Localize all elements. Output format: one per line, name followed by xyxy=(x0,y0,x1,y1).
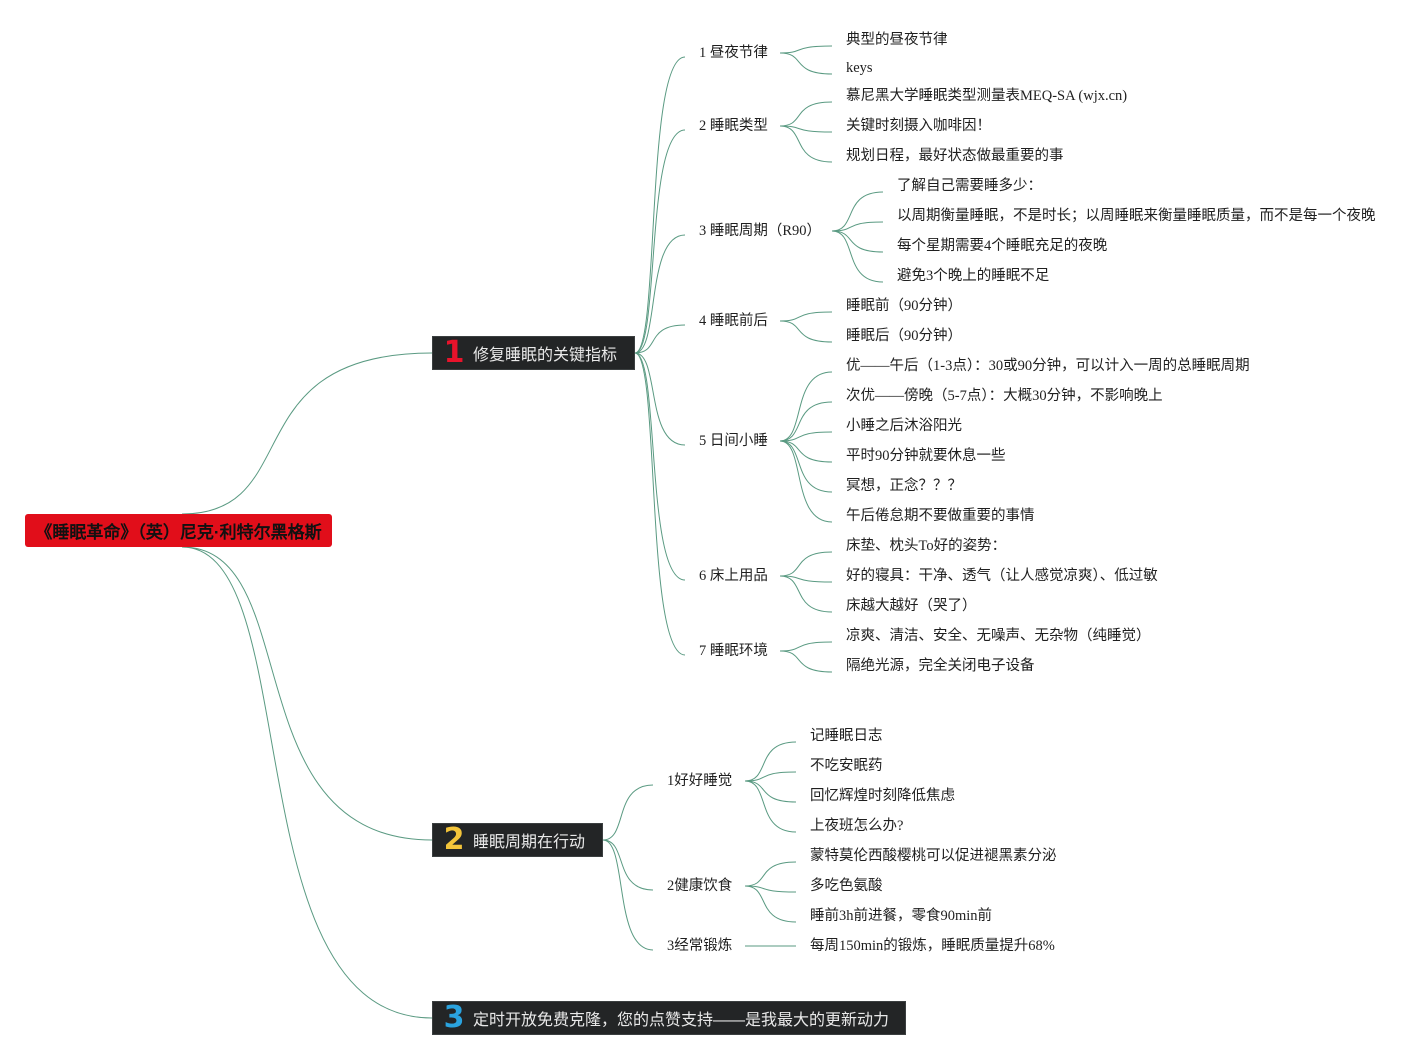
leaf-1-3-3[interactable]: 每个星期需要4个睡眠充足的夜晚 xyxy=(897,238,1108,254)
subtopic-2-3[interactable]: 3经常锻炼 xyxy=(667,938,733,954)
link-b2-sub3 xyxy=(602,839,654,951)
subtopic-1-7[interactable]: 7 睡眠环境 xyxy=(699,643,768,659)
link-b1-sub4-leaf1 xyxy=(779,311,833,322)
link-b2-sub2-leaf2 xyxy=(744,885,797,893)
root-topic-label: 《睡眠革命》（英）尼克·利特尔黑格斯 xyxy=(35,523,322,542)
subtopic-2-2[interactable]: 2健康饮食 xyxy=(667,878,733,894)
leaf-1-1-2[interactable]: keys xyxy=(846,60,873,76)
branch-2-topic[interactable]: 2 睡眠周期在行动 xyxy=(432,823,603,857)
link-b2-sub1-leaf3 xyxy=(744,780,797,803)
link-b1-sub2-leaf1 xyxy=(779,101,833,127)
leaf-1-6-3[interactable]: 床越大越好（哭了） xyxy=(846,598,977,614)
link-b1-sub4 xyxy=(634,324,686,354)
leaf-1-4-2[interactable]: 睡眠后（90分钟） xyxy=(846,328,962,344)
link-b1-sub6-leaf2 xyxy=(779,575,833,583)
subtopic-1-6[interactable]: 6 床上用品 xyxy=(699,568,768,584)
link-b1-sub4-leaf2 xyxy=(779,320,833,343)
subtopic-1-5[interactable]: 5 日间小睡 xyxy=(699,433,768,449)
leaf-1-5-4[interactable]: 平时90分钟就要休息一些 xyxy=(846,448,1006,464)
link-b2-sub1-leaf2 xyxy=(744,771,797,782)
leaf-1-5-5[interactable]: 冥想，正念？？？ xyxy=(846,478,962,494)
link-b1-sub7-leaf2 xyxy=(779,650,833,673)
link-root-branch-2 xyxy=(181,546,433,841)
link-root-branch-1 xyxy=(181,352,433,515)
link-b1-sub3-leaf4 xyxy=(831,230,884,283)
leaf-1-3-1[interactable]: 了解自己需要睡多少： xyxy=(897,178,1042,194)
link-b1-sub5-leaf2 xyxy=(779,401,833,442)
link-b1-sub3 xyxy=(634,234,686,354)
link-b2-sub1-leaf4 xyxy=(744,780,797,833)
leaf-1-3-4[interactable]: 避免3个晚上的睡眠不足 xyxy=(897,268,1050,284)
root-topic[interactable]: 《睡眠革命》（英）尼克·利特尔黑格斯 xyxy=(25,514,332,547)
link-b1-sub1 xyxy=(634,56,686,354)
link-b1-sub7-leaf1 xyxy=(779,641,833,652)
branch-number-3: 3 xyxy=(443,1000,465,1035)
link-b2-sub1-leaf1 xyxy=(744,741,797,782)
leaf-1-3-2[interactable]: 以周期衡量睡眠，不是时长；以周睡眠来衡量睡眠质量，而不是每一个夜晚 xyxy=(897,208,1376,224)
link-b1-sub5-leaf6 xyxy=(779,440,833,523)
leaf-2-3-1[interactable]: 每周150min的锻炼，睡眠质量提升68% xyxy=(810,938,1055,954)
leaf-2-1-4[interactable]: 上夜班怎么办? xyxy=(810,818,904,834)
link-b1-sub6-leaf1 xyxy=(779,551,833,577)
leaf-2-2-2[interactable]: 多吃色氨酸 xyxy=(810,878,883,894)
link-b1-sub7 xyxy=(634,352,686,656)
leaf-2-2-3[interactable]: 睡前3h前进餐，零食90min前 xyxy=(810,908,993,924)
branch-3-label: 定时开放免费克隆，您的点赞支持——是我最大的更新动力 xyxy=(473,1012,890,1029)
link-b2-sub2-leaf3 xyxy=(744,885,797,923)
link-b2-sub2-leaf1 xyxy=(744,861,797,887)
link-b2-sub1 xyxy=(602,784,654,841)
link-b1-sub2-leaf2 xyxy=(779,125,833,133)
link-b1-sub5-leaf3 xyxy=(779,431,833,442)
branch-2-label: 睡眠周期在行动 xyxy=(473,834,586,851)
leaf-1-4-1[interactable]: 睡眠前（90分钟） xyxy=(846,298,962,314)
link-b1-sub5 xyxy=(634,352,686,446)
subtopic-1-1[interactable]: 1 昼夜节律 xyxy=(699,45,768,61)
leaf-2-1-2[interactable]: 不吃安眠药 xyxy=(810,758,883,774)
link-b1-sub5-leaf5 xyxy=(779,440,833,493)
subtopic-1-3[interactable]: 3 睡眠周期（R90） xyxy=(699,223,822,239)
subtopic-2-1[interactable]: 1好好睡觉 xyxy=(667,773,733,789)
branch-number-1: 1 xyxy=(443,335,465,370)
link-b1-sub1-leaf2 xyxy=(779,52,833,75)
link-b1-sub3-leaf1 xyxy=(831,191,884,232)
leaf-1-7-2[interactable]: 隔绝光源，完全关闭电子设备 xyxy=(846,658,1035,674)
branch-1-topic[interactable]: 1 修复睡眠的关键指标 xyxy=(432,336,635,370)
link-b1-sub6 xyxy=(634,352,686,581)
leaf-2-2-1[interactable]: 蒙特莫伦西酸樱桃可以促进褪黑素分泌 xyxy=(810,848,1057,864)
leaf-1-2-3[interactable]: 规划日程，最好状态做最重要的事 xyxy=(846,148,1064,164)
leaf-1-2-1[interactable]: 慕尼黑大学睡眠类型测量表MEQ-SA (wjx.cn) xyxy=(846,88,1128,104)
link-root-branch-3 xyxy=(181,546,433,1019)
link-b1-sub1-leaf1 xyxy=(779,45,833,54)
link-b1-sub3-leaf2 xyxy=(831,221,884,232)
link-b2-sub2 xyxy=(602,839,654,891)
leaf-1-5-3[interactable]: 小睡之后沐浴阳光 xyxy=(846,418,962,434)
subtopic-1-2[interactable]: 2 睡眠类型 xyxy=(699,118,768,134)
leaf-1-6-2[interactable]: 好的寝具：干净、透气（让人感觉凉爽）、低过敏 xyxy=(846,568,1158,584)
link-b1-sub5-leaf1 xyxy=(779,371,833,442)
link-b1-sub5-leaf4 xyxy=(779,440,833,463)
link-b1-sub3-leaf3 xyxy=(831,230,884,253)
leaf-1-5-1[interactable]: 优——午后（1-3点）：30或90分钟，可以计入一周的总睡眠周期 xyxy=(846,358,1250,374)
leaf-1-7-1[interactable]: 凉爽、清洁、安全、无噪声、无杂物（纯睡觉） xyxy=(846,628,1151,644)
link-b1-sub2-leaf3 xyxy=(779,125,833,163)
leaf-1-1-1[interactable]: 典型的昼夜节律 xyxy=(846,32,948,48)
leaf-2-1-1[interactable]: 记睡眠日志 xyxy=(810,728,883,744)
subtopic-1-4[interactable]: 4 睡眠前后 xyxy=(699,313,768,329)
leaf-2-1-3[interactable]: 回忆辉煌时刻降低焦虑 xyxy=(810,788,955,804)
leaf-1-6-1[interactable]: 床垫、枕头To好的姿势： xyxy=(846,538,1007,554)
link-b1-sub6-leaf3 xyxy=(779,575,833,613)
branch-1-label: 修复睡眠的关键指标 xyxy=(473,347,618,364)
link-b1-sub2 xyxy=(634,129,686,354)
leaf-1-5-6[interactable]: 午后倦怠期不要做重要的事情 xyxy=(846,508,1035,524)
leaf-1-2-2[interactable]: 关键时刻摄入咖啡因！ xyxy=(846,118,991,134)
branch-number-2: 2 xyxy=(443,822,465,857)
branch-3-topic[interactable]: 3 定时开放免费克隆，您的点赞支持——是我最大的更新动力 xyxy=(432,1001,906,1035)
leaf-1-5-2[interactable]: 次优——傍晚（5-7点）：大概30分钟，不影响晚上 xyxy=(846,388,1163,404)
